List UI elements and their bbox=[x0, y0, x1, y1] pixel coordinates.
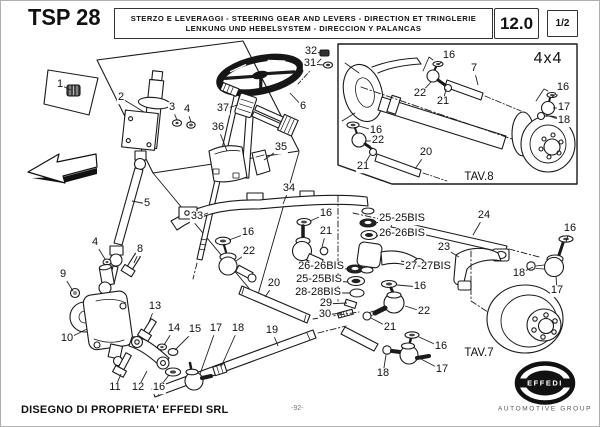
leader-line-17 bbox=[418, 357, 443, 371]
leader-line-21 bbox=[370, 317, 391, 329]
leader-line-16 bbox=[418, 336, 442, 348]
leader-line-17 bbox=[199, 328, 217, 375]
leader-line-20 bbox=[414, 152, 427, 170]
leader-line-12 bbox=[137, 370, 148, 389]
inset-rod-20 bbox=[374, 153, 448, 182]
steering-gearbox-10 bbox=[69, 263, 134, 367]
leader-line-3 bbox=[171, 107, 178, 121]
leader-line-26-26bis bbox=[375, 233, 403, 237]
leader-line-21 bbox=[442, 88, 447, 103]
cross-member-34 bbox=[170, 190, 369, 231]
leader-line-16 bbox=[396, 284, 421, 288]
washer-16-left-icon bbox=[214, 236, 232, 246]
grommet-part1-icon bbox=[66, 84, 81, 97]
steering-column bbox=[121, 70, 171, 151]
inset-ball-joint-left bbox=[346, 121, 378, 157]
direction-arrow-icon bbox=[27, 153, 98, 184]
bolt-11-icon bbox=[112, 352, 132, 378]
steering-shaft-33 bbox=[192, 91, 241, 280]
intermediate-shaft-5 bbox=[108, 150, 147, 285]
tie-rod-end-17-bottom bbox=[340, 326, 431, 365]
bis-washer-stack-upper bbox=[359, 207, 378, 241]
tav8-label: TAV.8 bbox=[463, 171, 495, 183]
upper-joint-37 bbox=[219, 81, 299, 179]
leader-line-22 bbox=[404, 305, 425, 313]
inset-tie-rod-7 bbox=[444, 79, 522, 112]
leader-line-21 bbox=[362, 154, 371, 168]
page-number: -92- bbox=[291, 405, 304, 412]
steering-wheel bbox=[216, 53, 304, 97]
washer-15-icon bbox=[167, 348, 179, 356]
leader-line-26-26bis bbox=[320, 266, 349, 270]
nut-4-icon bbox=[186, 121, 196, 129]
pitman-arm-12 bbox=[128, 335, 170, 370]
leader-line-22 bbox=[235, 251, 250, 262]
inset-ball-joint-right bbox=[535, 88, 558, 121]
washer-3-icon bbox=[171, 119, 183, 127]
leader-line-29 bbox=[325, 302, 348, 305]
section-number-box: 12.0 bbox=[494, 8, 539, 39]
leader-line-24 bbox=[472, 215, 485, 236]
leader-line-11 bbox=[114, 373, 122, 389]
centerline-right bbox=[470, 250, 495, 317]
tav7-label: TAV.7 bbox=[463, 347, 495, 359]
title-line-1: STERZO E LEVERAGGI - STEERING GEAR AND L… bbox=[130, 14, 477, 23]
bis-washer-stack-lower bbox=[336, 264, 366, 319]
sheet-number-box: 1/2 bbox=[547, 10, 578, 37]
leader-line-9 bbox=[62, 274, 74, 292]
leader-line-25-25bis bbox=[318, 279, 349, 283]
cover-36 bbox=[208, 145, 248, 183]
clamp-35 bbox=[251, 149, 271, 176]
inset-front-axle bbox=[341, 57, 576, 173]
washer-16-bottom-left-icon bbox=[164, 367, 182, 377]
leader-line-14 bbox=[163, 328, 175, 346]
washer-14-icon bbox=[156, 343, 168, 351]
idler-arm-27 bbox=[356, 241, 426, 274]
steering-knuckle-23 bbox=[453, 247, 510, 291]
leader-line-20 bbox=[264, 283, 275, 298]
leader-line-17 bbox=[555, 275, 558, 292]
tie-rod-end-22-left bbox=[218, 243, 257, 283]
property-note: DISEGNO DI PROPRIETA' EFFEDI SRL bbox=[21, 404, 229, 416]
leader-line-22 bbox=[419, 81, 432, 95]
nut-18-bottom-left-icon bbox=[212, 362, 228, 377]
leader-line-16 bbox=[228, 232, 249, 241]
leader-line-21 bbox=[321, 231, 327, 248]
leader-line-23 bbox=[443, 247, 460, 258]
effedi-logo bbox=[514, 361, 576, 405]
horn-button-parts bbox=[297, 49, 334, 85]
leader-line-18 bbox=[220, 328, 239, 368]
leader-line-31 bbox=[309, 63, 325, 66]
leader-line-7 bbox=[473, 68, 479, 86]
leader-line-10 bbox=[66, 328, 88, 340]
bolt-13-icon bbox=[137, 318, 157, 342]
title-line-2: LENKUNG UND HEBELSYSTEM - DIRECCION Y PA… bbox=[185, 24, 422, 33]
inset-4x4-box bbox=[337, 43, 578, 185]
leader-line-4 bbox=[94, 242, 106, 260]
leader-line-16 bbox=[358, 125, 377, 132]
title-box: STERZO E LEVERAGGI - STEERING GEAR AND L… bbox=[114, 8, 493, 39]
tie-rod-end-center bbox=[291, 217, 329, 267]
leader-line-6 bbox=[289, 92, 304, 108]
model-code: TSP 28 bbox=[28, 4, 101, 30]
inset-4x4-label: 4x4 bbox=[532, 50, 564, 68]
logo-brand-text: EFFEDI bbox=[527, 378, 563, 388]
track-rod-19 bbox=[151, 325, 347, 398]
tie-rod-end-17-right bbox=[526, 235, 574, 278]
ball-joint-22-bottom bbox=[362, 279, 405, 321]
tie-rod-end-17-bottom-left bbox=[184, 361, 213, 391]
track-rod-20 bbox=[238, 285, 360, 324]
leader-line-18 bbox=[382, 354, 387, 375]
leader-line-15 bbox=[174, 329, 196, 351]
leader-line-16 bbox=[309, 213, 327, 222]
bolt-8-icon bbox=[120, 252, 141, 278]
leader-line-4 bbox=[186, 109, 192, 123]
logo-subtitle: AUTOMOTIVE GROUP bbox=[497, 405, 593, 413]
brake-disc-hub bbox=[486, 284, 564, 354]
